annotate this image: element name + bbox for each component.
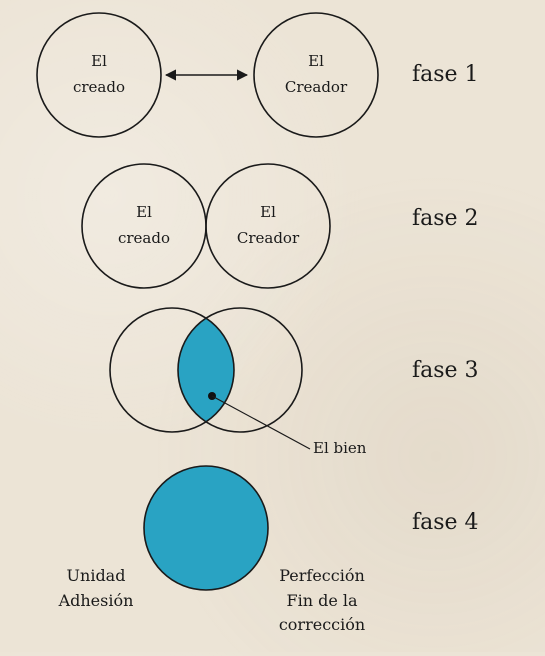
created-label-line2: creado: [73, 78, 125, 96]
correction-label: corrección: [279, 615, 365, 634]
creator-label-line2: Creador: [237, 229, 300, 247]
perfection-label: Perfección: [279, 566, 365, 585]
created-circle: [36, 12, 162, 138]
phase-4: Unidad Adhesión Perfección Fin de la cor…: [58, 465, 479, 634]
creator-label-line1: El: [260, 203, 276, 221]
creator-circle: [205, 163, 331, 289]
phase-3-label: fase 3: [412, 358, 479, 383]
phase-3: El bien fase 3: [109, 307, 479, 457]
creator-label-line2: Creador: [285, 78, 348, 96]
created-label-line1: El: [136, 203, 152, 221]
phase-2-label: fase 2: [412, 206, 479, 231]
intersection-region: [178, 308, 234, 432]
creator-circle: [253, 12, 379, 138]
created-label-line1: El: [91, 52, 107, 70]
created-label-line2: creado: [118, 229, 170, 247]
callout-leader: [211, 395, 311, 450]
phase-1: El creado El Creador fase 1: [36, 12, 479, 138]
phase-4-label: fase 4: [412, 510, 479, 535]
phase-2: El creado El Creador fase 2: [81, 163, 479, 289]
unity-circle: [143, 465, 269, 591]
creator-label-line1: El: [308, 52, 324, 70]
phase-1-label: fase 1: [412, 62, 479, 87]
adhesion-label: Adhesión: [58, 591, 134, 610]
good-label: El bien: [313, 439, 367, 457]
created-circle: [81, 163, 207, 289]
creator-circle: [177, 307, 303, 433]
created-circle: [109, 307, 235, 433]
end-of-label: Fin de la: [286, 591, 358, 610]
unity-label: Unidad: [67, 566, 126, 585]
